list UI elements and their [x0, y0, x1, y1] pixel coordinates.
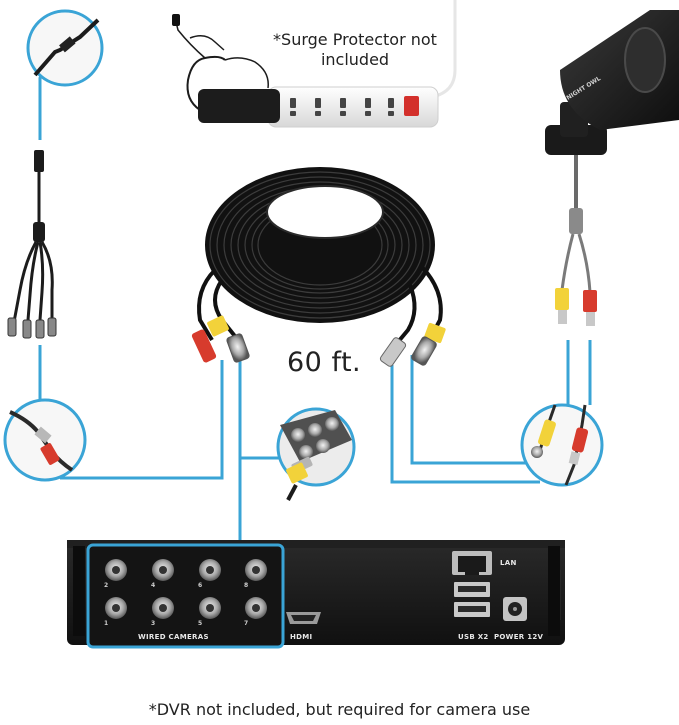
- power-splitter-icon: [7, 150, 57, 339]
- surge-protector-note: *Surge Protector not included: [273, 30, 437, 69]
- cable-length-label: 60 ft.: [287, 347, 362, 378]
- channel-number: 1: [104, 620, 109, 627]
- channel-number: 4: [151, 582, 156, 589]
- channel-number: 3: [151, 620, 156, 627]
- surge-protector-icon: [172, 0, 457, 128]
- line-left-to-cable: [60, 360, 224, 480]
- camera-icon: NIGHT OWL: [545, 10, 679, 326]
- dvr-icon: [67, 540, 565, 649]
- channel-number: 8: [244, 582, 249, 589]
- cable-coil-icon: [191, 167, 446, 367]
- bnc-connector-icon: [276, 407, 356, 501]
- usb-label: USB X2: [458, 633, 489, 641]
- power-label: POWER 12V: [494, 633, 544, 641]
- dvr-note: *DVR not included, but required for came…: [148, 700, 531, 719]
- line-right-cable-inner: [410, 355, 546, 465]
- channel-number: 2: [104, 582, 109, 589]
- line-right-cable-outer: [390, 365, 540, 484]
- channel-number: 6: [198, 582, 203, 589]
- lan-label: LAN: [500, 559, 517, 567]
- channel-number: 5: [198, 620, 203, 627]
- plug-join-zoom-left: [3, 398, 87, 482]
- dc-plug-zoom: [26, 9, 104, 87]
- wired-cameras-label: WIRED CAMERAS: [138, 633, 209, 641]
- plug-join-zoom-right: [520, 403, 604, 487]
- bnc-port-grid: [105, 559, 267, 619]
- connection-lines: [38, 64, 592, 540]
- hdmi-label: HDMI: [290, 633, 313, 641]
- channel-number: 7: [244, 620, 249, 627]
